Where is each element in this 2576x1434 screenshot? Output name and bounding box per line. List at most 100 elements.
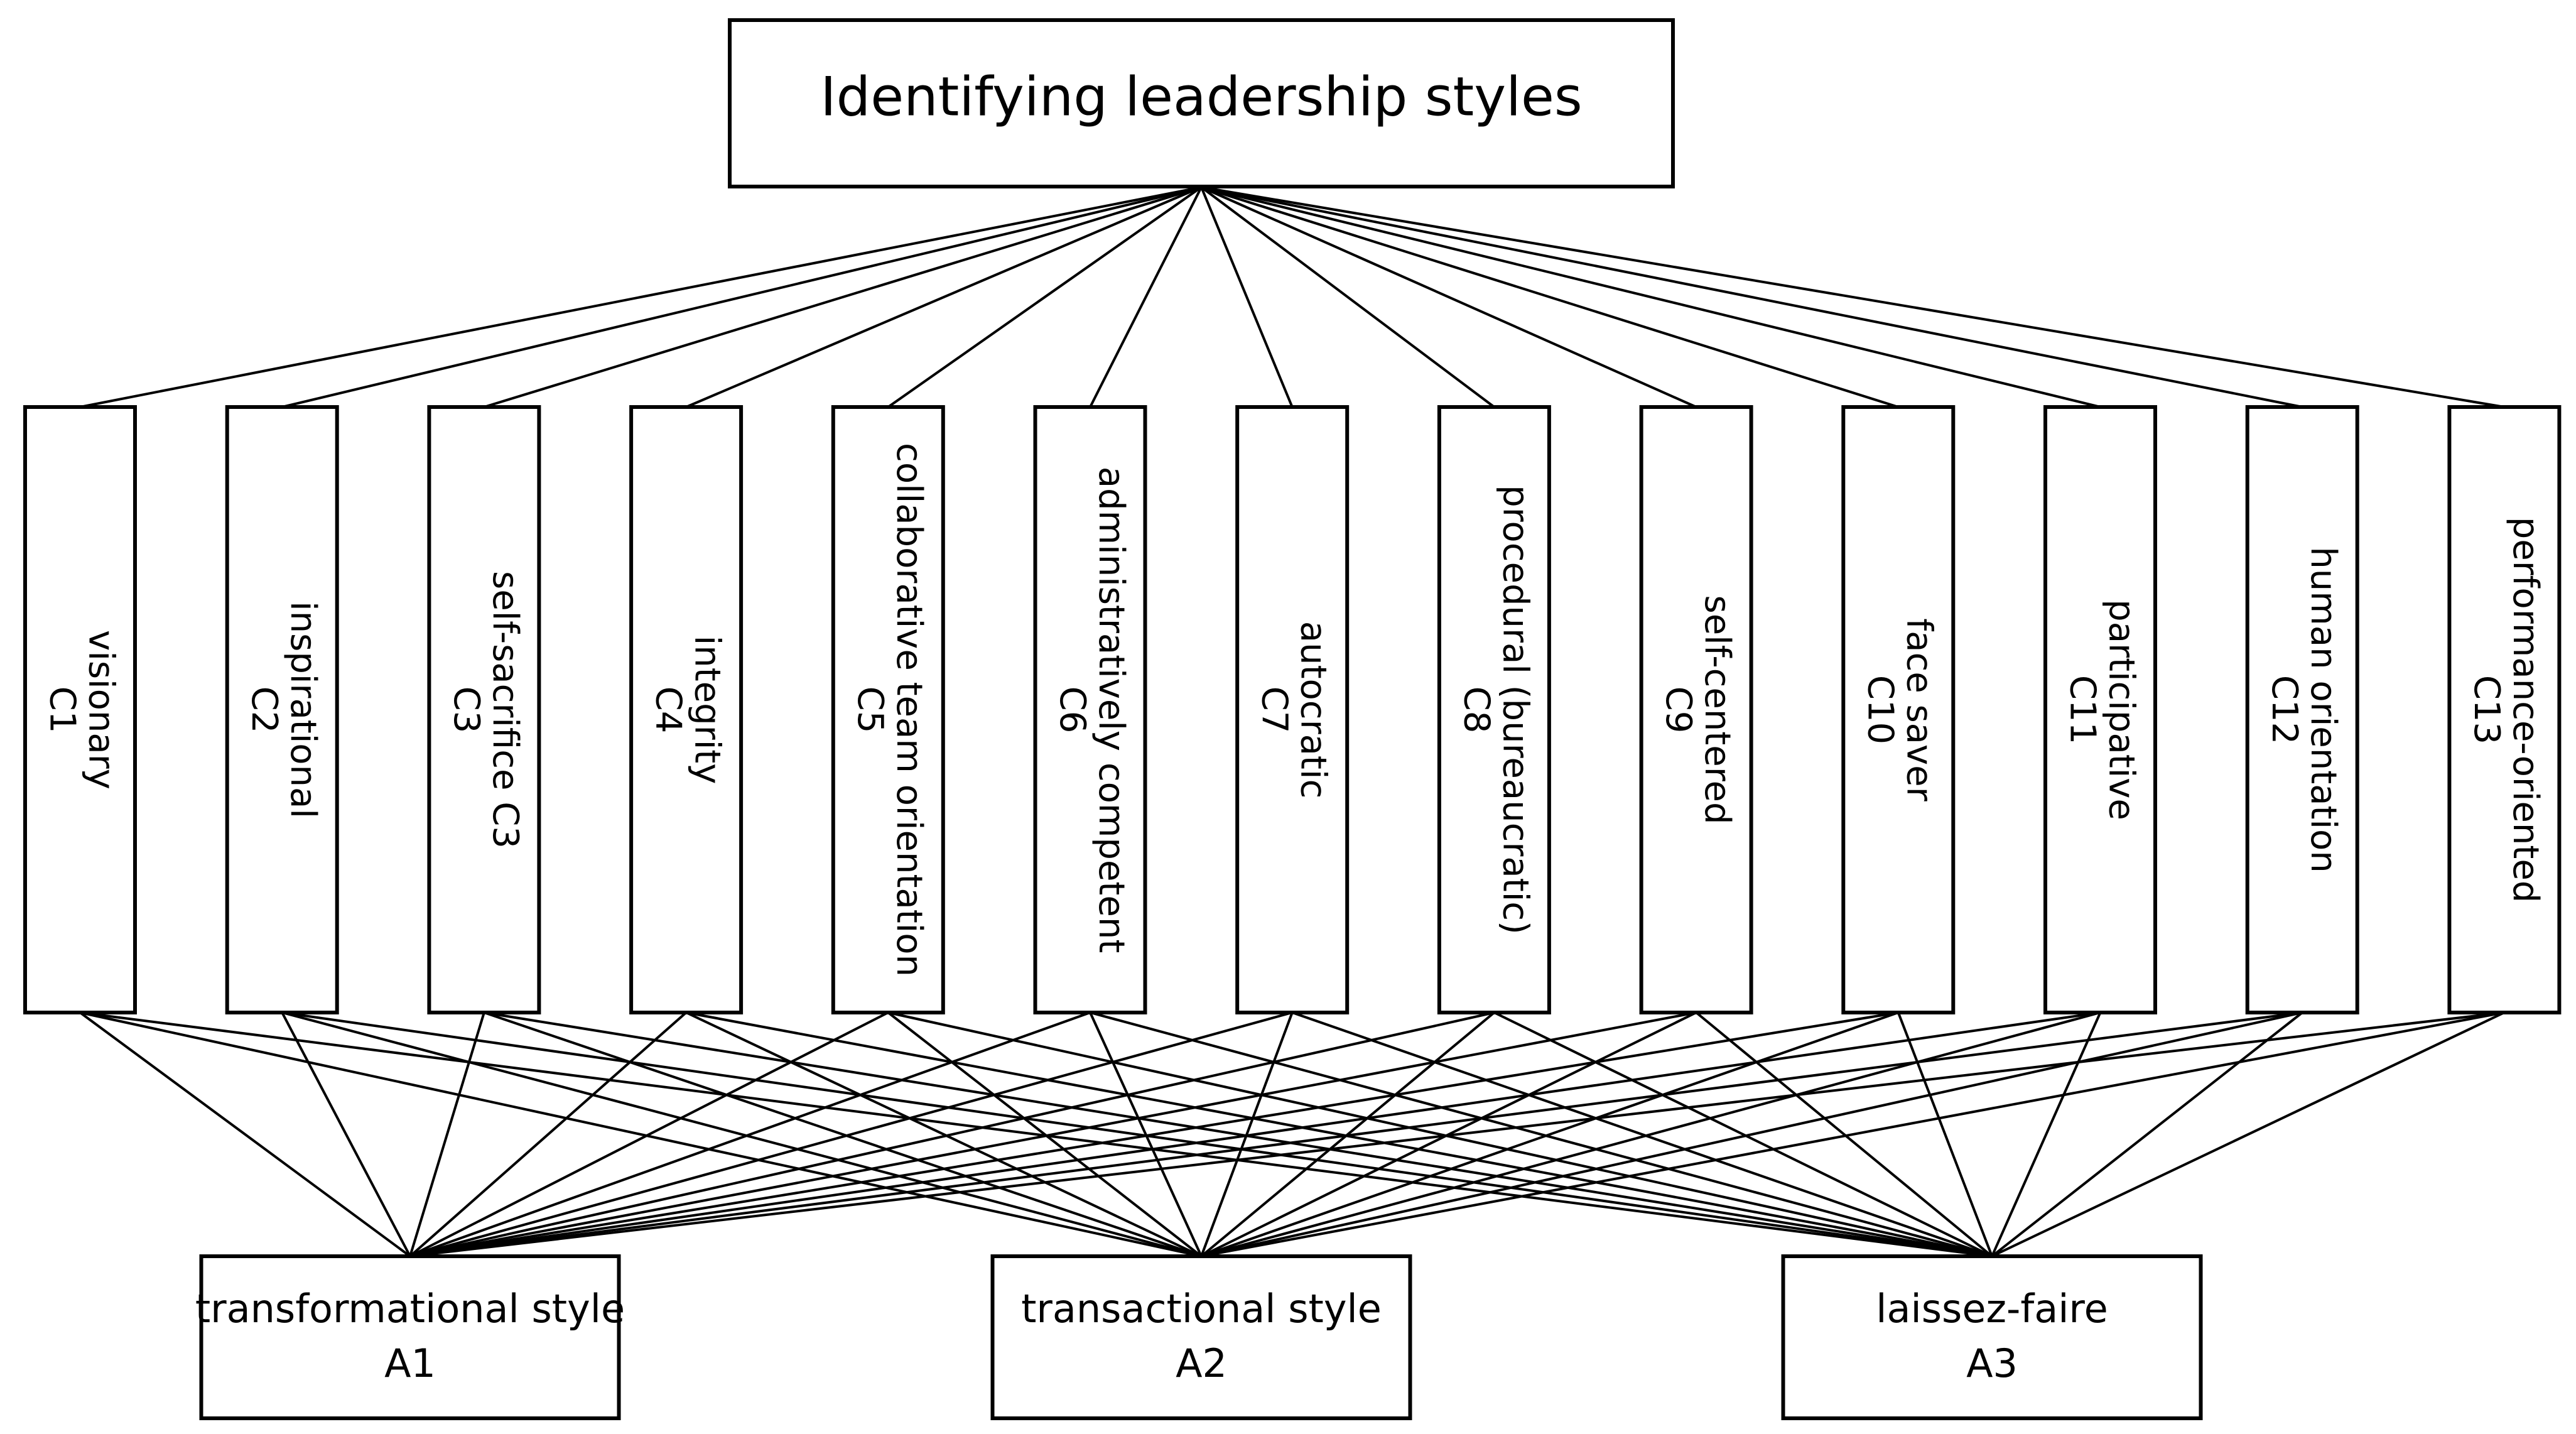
edge-c11-a2 <box>1201 1011 2101 1257</box>
edge-c8-a1 <box>409 1011 1495 1257</box>
criterion-name: self-sacrifice C3 <box>485 571 526 849</box>
goal-box <box>728 18 1675 188</box>
alternative-name: transactional style <box>1021 1286 1382 1332</box>
criterion-box <box>2447 405 2562 1014</box>
edge-c1-a3 <box>80 1011 1993 1257</box>
criterion-name: procedural (bureaucratic) <box>1495 485 1535 935</box>
criterion-box <box>629 405 744 1014</box>
criterion-box <box>427 405 541 1014</box>
edge-c3-a1 <box>409 1012 485 1257</box>
edge-c10-a2 <box>1201 1011 1899 1257</box>
edge-c11-a1 <box>409 1011 2101 1257</box>
edge-c13-a2 <box>1201 1011 2505 1257</box>
edge-c10-a1 <box>409 1011 1899 1257</box>
criterion-code: C8 <box>1456 687 1496 734</box>
goal-node: Identifying leadership styles <box>728 18 1675 188</box>
alternative-name: transformational style <box>195 1286 625 1332</box>
edge-goal-c3 <box>484 186 1202 408</box>
criterion-code: C4 <box>647 687 688 734</box>
criterion-name: self-centered <box>1697 595 1738 825</box>
edge-c4-a1 <box>409 1011 687 1257</box>
edge-c5-a1 <box>409 1011 889 1257</box>
criterion-name: performance-oriented <box>2505 517 2546 903</box>
edge-c4-a3 <box>686 1011 1993 1257</box>
edge-c2-a2 <box>281 1011 1202 1257</box>
criterion-code: C6 <box>1052 687 1093 734</box>
criterion-name: face saver <box>1899 618 1940 801</box>
edge-c13-a3 <box>1991 1011 2505 1257</box>
criterion-box <box>1841 405 1956 1014</box>
criterion-code: C3 <box>446 687 487 734</box>
alternative-box <box>1781 1254 2203 1420</box>
edge-goal-c13 <box>1201 186 2505 408</box>
edge-goal-c9 <box>1201 186 1697 408</box>
criterion-name: integrity <box>686 636 727 785</box>
criterion-code: C5 <box>850 687 890 734</box>
criterion-box <box>1437 405 1551 1014</box>
edge-c6-a2 <box>1089 1012 1203 1257</box>
edge-goal-c1 <box>80 186 1202 408</box>
criterion-name: visionary <box>80 630 121 790</box>
criterion-code: C11 <box>2062 675 2102 744</box>
edge-c12-a2 <box>1201 1011 2303 1257</box>
alternative-code: A1 <box>384 1340 436 1386</box>
edge-c6-a1 <box>409 1011 1091 1257</box>
edge-c2-a1 <box>281 1012 411 1257</box>
criterion-c8: procedural (bureaucratic)C8 <box>1437 405 1551 1014</box>
edge-goal-c7 <box>1200 187 1294 408</box>
criterion-box <box>1639 405 1753 1014</box>
edge-c3-a2 <box>484 1011 1202 1257</box>
edge-goal-c6 <box>1089 187 1203 408</box>
edge-c4-a2 <box>685 1011 1202 1257</box>
criterion-name: administratively competent <box>1091 467 1132 953</box>
edge-c10-a3 <box>1897 1012 1993 1257</box>
criterion-code: C9 <box>1658 687 1699 734</box>
criterion-box <box>831 405 945 1014</box>
goal-title: Identifying leadership styles <box>820 65 1583 128</box>
edge-c12-a3 <box>1991 1011 2303 1257</box>
edge-c5-a3 <box>887 1011 1993 1257</box>
criterion-name: collaborative team orientation <box>889 443 929 977</box>
alternative-box <box>990 1254 1412 1420</box>
edge-c2-a3 <box>281 1011 1993 1257</box>
alternative-code: A3 <box>1966 1340 2018 1386</box>
edge-c8-a3 <box>1493 1011 1993 1257</box>
criterion-box <box>2245 405 2359 1014</box>
edge-goal-c4 <box>685 186 1202 408</box>
edge-c13-a1 <box>409 1011 2505 1257</box>
edge-goal-c10 <box>1201 186 1899 408</box>
edge-c12-a1 <box>409 1011 2303 1257</box>
criterion-box <box>1033 405 1147 1014</box>
edge-c3-a3 <box>484 1011 1993 1257</box>
criterion-box <box>1235 405 1350 1014</box>
edge-c9-a3 <box>1695 1011 1993 1257</box>
criterion-code: C1 <box>41 687 82 734</box>
criterion-name: autocratic <box>1293 621 1334 798</box>
edge-c1-a1 <box>79 1011 411 1257</box>
criterion-name: inspirational <box>283 601 323 818</box>
edge-goal-c11 <box>1201 186 2101 408</box>
edge-c7-a3 <box>1292 1011 1993 1257</box>
edge-c11-a3 <box>1991 1012 2102 1257</box>
edge-goal-c12 <box>1201 186 2303 408</box>
alternative-name: laissez-faire <box>1876 1286 2108 1332</box>
criterion-name: participative <box>2101 599 2141 820</box>
criterion-code: C13 <box>2466 675 2507 744</box>
criterion-box <box>225 405 339 1014</box>
edge-c9-a1 <box>409 1011 1697 1257</box>
criterion-code: C12 <box>2264 675 2305 744</box>
criterion-name: human orientation <box>2303 546 2344 872</box>
